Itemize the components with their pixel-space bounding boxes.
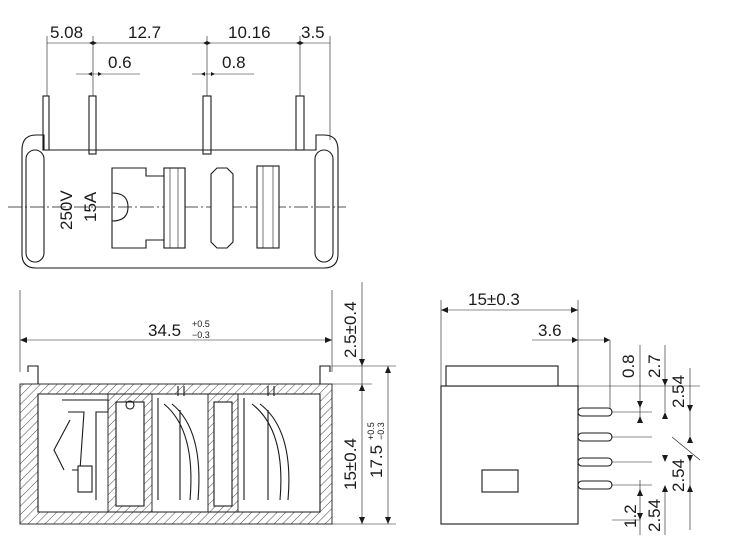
dim-pin-0-8: 0.8	[222, 53, 246, 72]
dim-length-tol-plus: +0.5	[192, 319, 210, 329]
dim-pitch-2-54-c: 2.54	[645, 499, 664, 532]
dim-total-tol-minus: −0.3	[376, 422, 386, 440]
dim-pitch-2-54-b: 2.54	[669, 459, 688, 492]
dim-length-tol-minus: −0.3	[192, 330, 210, 340]
pin-thickness-dims	[76, 72, 254, 76]
top-body-outline	[21, 134, 339, 269]
wall-1-window	[115, 401, 145, 507]
dim-length-34-5: 34.5	[148, 321, 181, 340]
dim-body-15: 15±0.4	[341, 438, 360, 490]
rating-voltage: 250V	[57, 190, 76, 230]
dim-pin-1-2: 1.2	[621, 504, 640, 528]
dim-offset-3-6: 3.6	[538, 321, 562, 340]
dim-total-tol-plus: +0.5	[366, 422, 376, 440]
pitch-dimension-line	[46, 36, 331, 140]
dim-pitch-10-16: 10.16	[228, 23, 271, 42]
dim-pin-0-8-side: 0.8	[619, 354, 638, 378]
dim-total-17-5: 17.5	[367, 445, 386, 478]
front-top-lip	[27, 365, 331, 384]
top-pins	[42, 95, 305, 155]
dim-pitch-12-7: 12.7	[128, 23, 161, 42]
side-view: 15±0.3 3.6	[440, 290, 701, 535]
dim-pitch-3-5: 3.5	[301, 23, 325, 42]
dim-pitch-5-08: 5.08	[50, 23, 83, 42]
dim-width-15: 15±0.3	[468, 290, 520, 309]
rating-current: 15A	[81, 191, 100, 222]
dim-pitch-2-54-a: 2.54	[669, 375, 688, 408]
left-rail	[25, 149, 45, 263]
clip-block-1	[163, 167, 186, 249]
wall-2-window	[213, 401, 233, 507]
top-view: 5.08 12.7 10.16 3.5 0.6 0.8	[8, 23, 346, 269]
clip-block-3	[256, 165, 280, 249]
dim-pin-0-6: 0.6	[108, 53, 132, 72]
front-view: 34.5 +0.5 −0.3 2.5±0.4	[19, 282, 396, 525]
dim-top-2-5: 2.5±0.4	[341, 301, 360, 358]
side-top-cap	[445, 365, 559, 387]
spring-contacts	[53, 386, 290, 501]
side-pins	[577, 407, 652, 490]
clip-block-2	[210, 167, 234, 249]
side-window	[481, 469, 519, 493]
dim-pin-2-7: 2.7	[645, 354, 664, 378]
right-rail	[314, 149, 334, 263]
side-body-outline	[440, 385, 579, 525]
